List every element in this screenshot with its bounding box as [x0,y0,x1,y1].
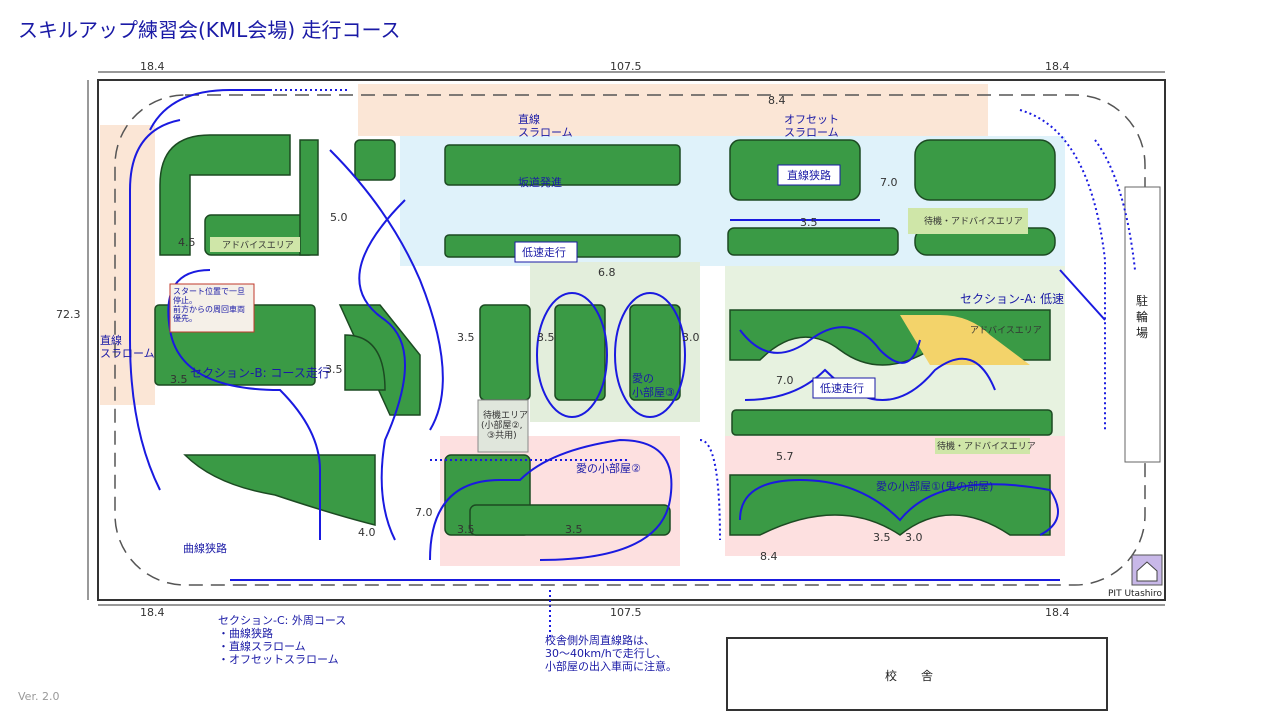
wait-advice-area-1 [908,208,1028,234]
label-offset-slalom: オフセットスラローム [784,113,839,139]
dim-label: 7.0 [776,374,794,387]
label-hill-start: 坂道発進 [518,175,562,189]
dim-label: 3.0 [905,531,923,544]
dim-label: 7.0 [880,176,898,189]
dim-label: 3.5 [457,331,475,344]
dim-label: 8.4 [768,94,786,107]
school-building [726,637,1108,711]
dim-label: 18.4 [1045,606,1070,619]
dim-label: 3.5 [873,531,891,544]
label-straight-slalom-top: 直線スラローム [518,112,573,139]
label-wait-advice-1: 待機・アドバイスエリア [924,215,1023,227]
dim-label: 107.5 [610,60,642,73]
label-low-speed-2: 低速走行 [820,382,864,395]
version-label: Ver. 2.0 [18,690,59,703]
page-title: スキルアップ練習会(KML会場) 走行コース [18,18,400,42]
driving-paths [129,89,1136,640]
label-advice-area-1: アドバイスエリア [222,240,294,251]
label-room3: 愛の小部屋③ [632,372,675,399]
label-straight-slalom-left: 直線スラローム [100,333,155,360]
dim-label: 6.8 [598,266,616,279]
svg-text:PIT Utashiro: PIT Utashiro [1108,589,1162,599]
dim-label: 3.5 [565,523,583,536]
label-bike-parking: 駐輪場 [1136,293,1148,340]
label-curve-narrow: 曲線狭路 [183,541,227,555]
dim-label: 4.5 [178,236,196,249]
dimension-labels: 18.4 107.5 18.4 18.4 107.5 18.4 72.3 8.4… [56,60,1070,619]
start-note: スタート位置で一旦停止。前方からの周回車両優先。 [173,286,245,323]
dimension-lines [87,71,1165,606]
dim-label: 5.7 [776,450,794,463]
dim-label: 3.5 [457,523,475,536]
zone-left-slalom [100,125,155,405]
pit-utashiro-logo: PIT Utashiro [1108,554,1163,599]
dim-label: 18.4 [140,606,165,619]
dim-label: 3.5 [325,363,343,376]
dim-label: 3.0 [682,331,700,344]
label-low-speed-1: 低速走行 [522,246,566,259]
house-icon [1136,561,1158,582]
waiting-area [477,399,529,453]
green-blocks [154,134,1056,536]
wait-advice-area-2 [935,438,1030,454]
dim-label: 3.5 [170,373,188,386]
dim-label: 8.4 [760,550,778,563]
dim-label: 4.0 [358,526,376,539]
label-section-b: セクション-B: コース走行 [190,366,330,380]
dim-label: 5.0 [330,211,348,224]
advice-area-left [210,237,300,252]
dim-label: 72.3 [56,308,81,321]
outer-course-note: 校舎側外周直線路は、30〜40km/hで走行し、小部屋の出入車両に注意。 [545,633,677,673]
dim-label: 7.0 [415,506,433,519]
zone-straight-slalom [358,84,988,136]
dim-label: 3.5 [800,216,818,229]
advice-area-yellow [900,315,1030,365]
label-school: 校 舎 [885,668,933,683]
site-boundary [97,79,1166,601]
label-straight-narrow: 直線狭路 [787,168,831,182]
label-room2: 愛の小部屋② [576,461,641,475]
label-room1: 愛の小部屋①(鬼の部屋) [876,479,993,493]
label-waiting-area: 待機エリア(小部屋②,③共用) [481,409,528,441]
dim-label: 18.4 [1045,60,1070,73]
label-section-c: セクション-C: 外周コース・曲線狭路・直線スラローム・オフセットスラローム [218,614,346,666]
label-section-a: セクション-A: 低速 [960,292,1064,306]
bike-parking [1124,186,1161,463]
label-wait-advice-2: 待機・アドバイスエリア [937,440,1036,452]
dim-label: 18.4 [140,60,165,73]
dim-label: 3.5 [537,331,555,344]
label-advice-area-2: アドバイスエリア [970,325,1042,336]
dim-label: 107.5 [610,606,642,619]
